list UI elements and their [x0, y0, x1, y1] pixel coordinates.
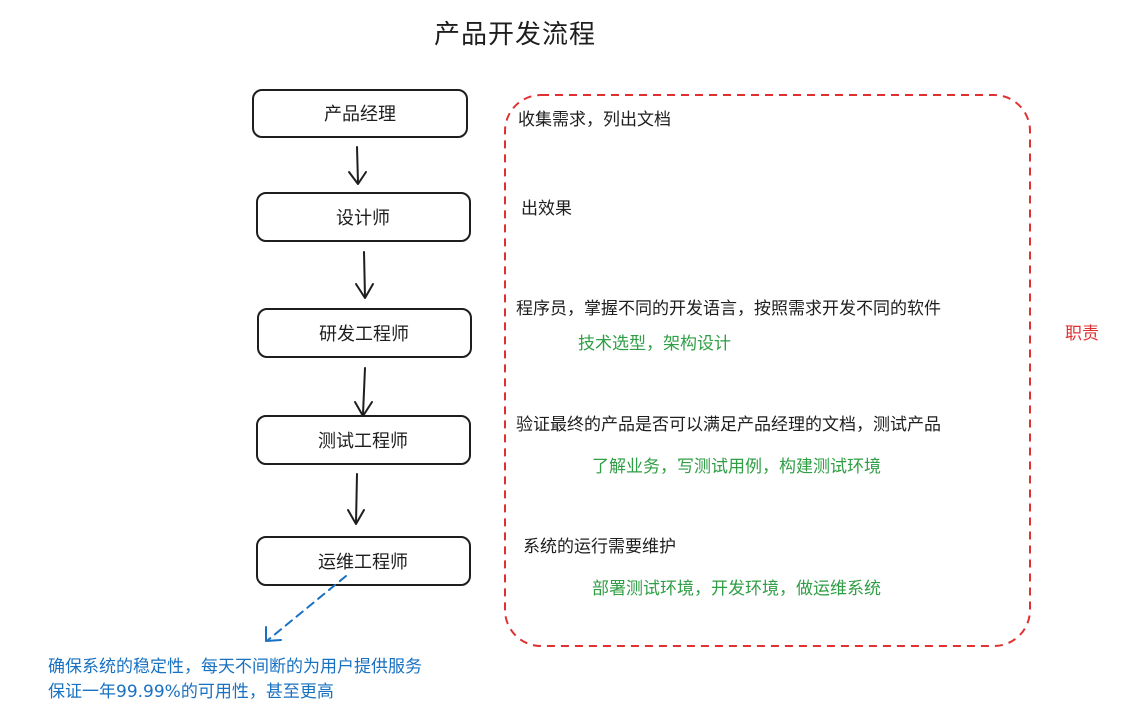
role-box-developer[interactable] — [257, 308, 472, 358]
arrow-designer-to-developer — [355, 251, 374, 299]
diagram-title: 产品开发流程 — [434, 20, 597, 50]
arrow-tester-to-ops — [347, 473, 365, 525]
role-label-ops: 运维工程师 — [318, 552, 408, 573]
duty-designer: 出效果 — [521, 199, 572, 219]
role-label-designer: 设计师 — [336, 208, 390, 229]
duty-detail-developer: 技术选型，架构设计 — [578, 334, 731, 354]
duty-developer: 程序员，掌握不同的开发语言，按照需求开发不同的软件 — [516, 299, 941, 319]
arrow-pm-to-designer — [348, 146, 367, 185]
role-box-designer[interactable] — [256, 192, 471, 242]
role-box-product-manager[interactable] — [252, 89, 468, 138]
duty-group-border — [504, 94, 1031, 647]
role-label-product-manager: 产品经理 — [324, 104, 396, 125]
duty-detail-ops: 部署测试环境，开发环境，做运维系统 — [592, 579, 881, 599]
role-box-ops[interactable] — [256, 536, 471, 586]
duty-product-manager: 收集需求，列出文档 — [518, 110, 671, 130]
ops-note-line-2: 保证一年99.99%的可用性，甚至更高 — [48, 682, 334, 702]
role-label-developer: 研发工程师 — [319, 324, 409, 345]
ops-note-line-1: 确保系统的稳定性，每天不间断的为用户提供服务 — [48, 657, 422, 677]
role-label-tester: 测试工程师 — [318, 431, 408, 452]
duty-group-label: 职责 — [1065, 324, 1099, 344]
arrow-ops-to-note — [265, 575, 347, 642]
arrow-developer-to-tester — [354, 367, 373, 417]
duty-ops: 系统的运行需要维护 — [523, 537, 676, 557]
duty-detail-tester: 了解业务，写测试用例，构建测试环境 — [592, 457, 881, 477]
duty-tester: 验证最终的产品是否可以满足产品经理的文档，测试产品 — [516, 415, 941, 435]
